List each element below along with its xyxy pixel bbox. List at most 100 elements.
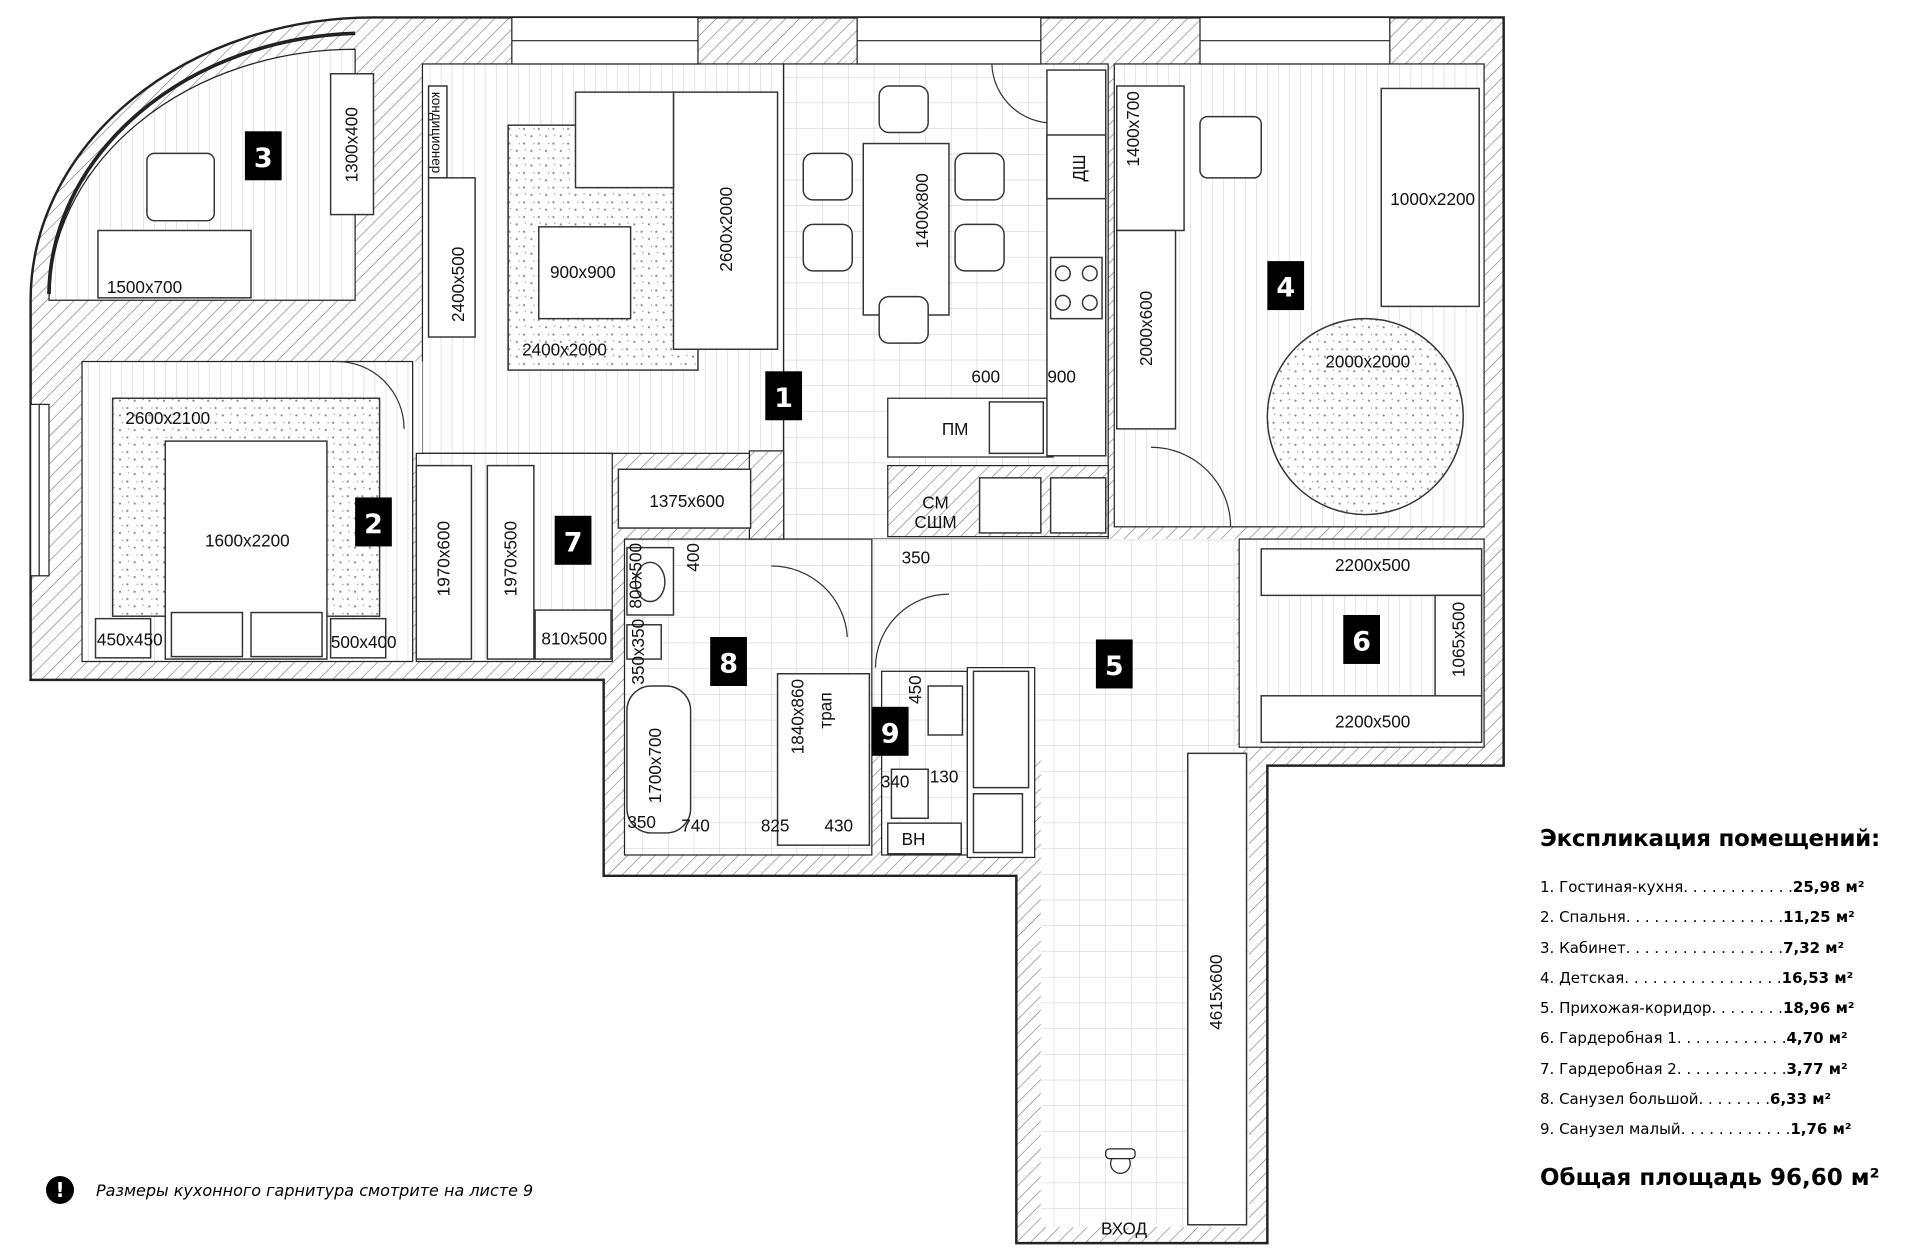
svg-text:6: 6	[1352, 626, 1371, 657]
svg-text:2600x2100: 2600x2100	[125, 408, 210, 428]
person-icon	[1105, 1148, 1136, 1174]
svg-text:800x500: 800x500	[626, 543, 646, 609]
fridge-corridor	[972, 670, 1030, 789]
wardrobe-6-top	[1260, 548, 1483, 597]
svg-text:СМ: СМ	[922, 492, 948, 512]
nightstand-left	[94, 617, 152, 659]
wardrobe-6-side	[1434, 594, 1483, 697]
sink	[988, 401, 1044, 455]
wardrobe-6-bottom	[1260, 695, 1483, 744]
legend-item: 7. Гардеробная 2 . . . . . . . . . . . .…	[1540, 1059, 1848, 1078]
svg-text:825: 825	[761, 816, 790, 836]
room-number-badges: 1 2 3 4 5 6 7 8 9	[244, 131, 1380, 756]
svg-text:1400x800: 1400x800	[912, 173, 932, 248]
room-badge-4: 4	[1267, 261, 1305, 311]
svg-text:9: 9	[881, 718, 900, 749]
svg-text:350x350: 350x350	[628, 619, 648, 685]
hob	[1049, 256, 1103, 320]
svg-text:1970x600: 1970x600	[433, 521, 453, 596]
legend-item: 5. Прихожая-коридор . . . . . . . .18,96…	[1540, 999, 1855, 1018]
washer	[978, 477, 1042, 534]
coffee-table	[538, 226, 632, 320]
svg-text:3: 3	[254, 143, 273, 174]
desk-room-4	[1116, 85, 1185, 232]
svg-text:кондиционер: кондиционер	[429, 92, 444, 173]
chair-room-3	[146, 152, 216, 222]
svg-text:1300x400: 1300x400	[342, 107, 362, 182]
svg-text:1400x700: 1400x700	[1123, 91, 1143, 166]
wardrobe-entrance	[1187, 752, 1248, 1226]
svg-text:7: 7	[564, 527, 583, 558]
svg-text:1700x700: 1700x700	[645, 728, 665, 803]
legend-item: 3. Кабинет . . . . . . . . . . . . . . .…	[1540, 938, 1845, 957]
chair-room-4	[1199, 115, 1262, 179]
kitchen-note: ! Размеры кухонного гарнитура смотрите н…	[46, 1176, 533, 1204]
svg-text:430: 430	[824, 816, 853, 836]
svg-text:600: 600	[971, 366, 1000, 386]
svg-text:400: 400	[683, 543, 703, 572]
dining-chairs	[802, 85, 1005, 344]
wardrobe-1970x600	[415, 464, 473, 660]
svg-text:ПМ: ПМ	[942, 419, 969, 439]
legend-item: 1. Гостиная-кухня . . . . . . . . . . . …	[1540, 878, 1865, 896]
round-rug	[1266, 317, 1464, 516]
svg-text:130: 130	[930, 767, 959, 787]
svg-text:350: 350	[627, 812, 656, 832]
svg-text:2200x500: 2200x500	[1335, 712, 1410, 732]
svg-text:1375x600: 1375x600	[649, 491, 724, 511]
svg-text:2: 2	[364, 509, 383, 540]
svg-text:8: 8	[719, 649, 738, 680]
svg-text:4615x600: 4615x600	[1206, 955, 1226, 1030]
legend-item: 9. Санузел малый . . . . . . . . . . . .…	[1540, 1120, 1852, 1139]
note-text: Размеры кухонного гарнитура смотрите на …	[96, 1180, 534, 1200]
svg-text:ВХОД: ВХОД	[1101, 1219, 1147, 1239]
svg-text:2400x2000: 2400x2000	[522, 339, 607, 359]
desk-room-3	[97, 229, 252, 299]
room-badge-9: 9	[871, 706, 909, 756]
svg-text:2600x2000: 2600x2000	[716, 187, 736, 272]
svg-text:900: 900	[1047, 366, 1076, 386]
windows	[30, 16, 1391, 577]
svg-text:ВН: ВН	[902, 829, 926, 849]
room-badge-5: 5	[1095, 639, 1133, 689]
toilet-9	[890, 768, 929, 819]
svg-text:450: 450	[905, 675, 925, 704]
sofa	[672, 91, 779, 350]
svg-text:2400x500: 2400x500	[448, 247, 468, 322]
wardrobe-1970x500	[486, 464, 535, 660]
svg-text:1500x700: 1500x700	[107, 277, 182, 297]
dining-table	[862, 142, 950, 316]
shelf-1375x600	[617, 468, 752, 529]
room-badge-7: 7	[554, 515, 592, 565]
wardrobe-room-4	[1116, 229, 1177, 430]
total-area: Общая площадь 96,60 м²	[1540, 1164, 1880, 1191]
svg-text:1970x500: 1970x500	[501, 521, 521, 596]
svg-text:500x400: 500x400	[331, 632, 397, 652]
room-badge-6: 6	[1343, 614, 1380, 664]
svg-text:ДШ: ДШ	[1069, 154, 1089, 181]
furniture	[94, 69, 1483, 1226]
svg-text:2200x500: 2200x500	[1335, 555, 1410, 575]
svg-text:340: 340	[881, 772, 910, 792]
room-5-corridor-floor	[1040, 661, 1188, 1228]
svg-text:СШМ: СШМ	[914, 512, 956, 532]
legend-item: 2. Спальня . . . . . . . . . . . . . . .…	[1540, 908, 1855, 927]
oven	[1049, 477, 1107, 534]
svg-text:740: 740	[681, 816, 710, 836]
room-badge-1: 1	[765, 371, 803, 421]
room-badge-8: 8	[710, 637, 747, 686]
water-heater	[887, 822, 962, 855]
svg-text:810x500: 810x500	[541, 628, 607, 648]
doors	[336, 63, 1232, 668]
svg-text:1600x2200: 1600x2200	[205, 530, 290, 550]
nightstand-right	[329, 617, 387, 659]
legend-item: 4. Детская . . . . . . . . . . . . . . .…	[1540, 968, 1854, 987]
legend-item: 8. Санузел большой . . . . . . . .6,33 м…	[1540, 1090, 1832, 1109]
svg-text:4: 4	[1276, 273, 1295, 304]
bed-room-4	[1380, 87, 1480, 308]
shelf-810x500	[534, 609, 612, 660]
svg-text:2000x600: 2000x600	[1136, 291, 1156, 366]
boiler	[972, 793, 1024, 854]
svg-text:350: 350	[902, 548, 931, 568]
dimension-labels: 1300x400 кондиционер 2400x500 900x900 26…	[97, 91, 1475, 1238]
